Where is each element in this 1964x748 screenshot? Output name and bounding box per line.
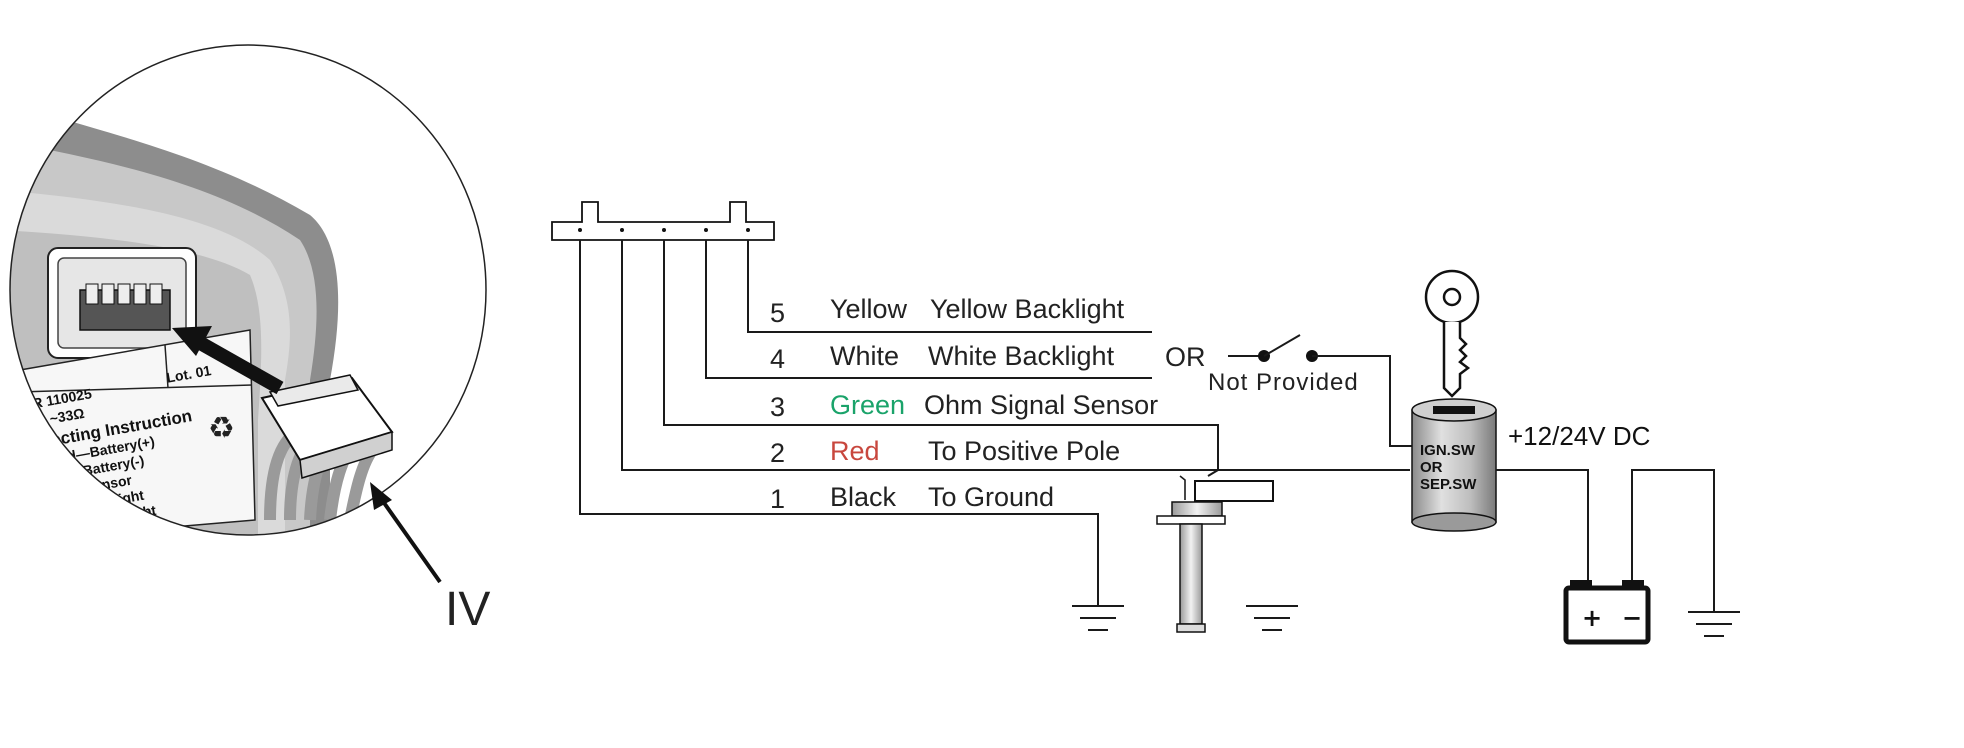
connector-socket xyxy=(47,247,197,359)
ignition-switch: IGN.SW OR SEP.SW xyxy=(1411,398,1497,532)
wire-1-description: To Ground xyxy=(928,482,1054,512)
or-label: OR xyxy=(1165,342,1206,372)
wire-1-number: 1 xyxy=(770,484,785,514)
backlight-switch: OR Not Provided xyxy=(1165,334,1412,447)
not-provided-label: Not Provided xyxy=(1208,369,1359,396)
gauge-back-inset: FR 110025 0Ω ~33Ω Lot. 01 nnecting Instr… xyxy=(9,44,487,538)
sticker-line-5: —Yellow Light xyxy=(60,502,157,534)
wire-4-number: 4 xyxy=(770,344,785,374)
callout-iv: IV xyxy=(370,482,490,636)
wire-2-number: 2 xyxy=(770,438,785,468)
instruction-sticker: FR 110025 0Ω ~33Ω Lot. 01 nnecting Instr… xyxy=(19,329,256,538)
wire-1-color: Black xyxy=(830,482,897,512)
battery-minus-icon: − xyxy=(1622,604,1642,632)
wire-2-description: To Positive Pole xyxy=(928,436,1120,466)
sticker-lot: Lot. 01 xyxy=(165,362,212,386)
wire-5-number: 5 xyxy=(770,298,785,328)
battery-plus-icon: + xyxy=(1582,604,1602,632)
ground-symbol-3 xyxy=(1688,611,1740,637)
voltage-label: +12/24V DC xyxy=(1508,421,1650,451)
wire-4-description: White Backlight xyxy=(928,341,1115,371)
wire-4-color: White xyxy=(830,341,899,371)
ohm-sensor xyxy=(1156,475,1274,633)
sticker-line-4: e—Red Light xyxy=(57,487,145,518)
recycle-icon: ♻ xyxy=(208,411,235,446)
wire-labels: 5 Yellow Yellow Backlight 4 White White … xyxy=(770,294,1158,514)
wire-3-number: 3 xyxy=(770,392,785,422)
wire-5-description: Yellow Backlight xyxy=(930,294,1125,324)
ignition-label-line-3: SEP.SW xyxy=(1420,476,1477,493)
ignition-key-icon xyxy=(1424,269,1480,398)
callout-iv-label: IV xyxy=(445,583,490,636)
wire-3-description: Ohm Signal Sensor xyxy=(924,390,1158,420)
wire-2-color: Red xyxy=(830,436,880,466)
battery-icon: + − xyxy=(1563,580,1651,645)
wire-harness xyxy=(579,240,1410,606)
sticker-line-6: UP xyxy=(136,519,158,538)
wire-3-color: Green xyxy=(830,390,905,420)
connector-block xyxy=(551,201,775,241)
ground-symbol-2 xyxy=(1246,605,1298,631)
ground-symbol-1 xyxy=(1072,605,1124,631)
ignition-label-line-2: OR xyxy=(1420,459,1443,476)
wire-5-color: Yellow xyxy=(830,294,908,324)
ignition-label-line-1: IGN.SW xyxy=(1420,442,1476,459)
